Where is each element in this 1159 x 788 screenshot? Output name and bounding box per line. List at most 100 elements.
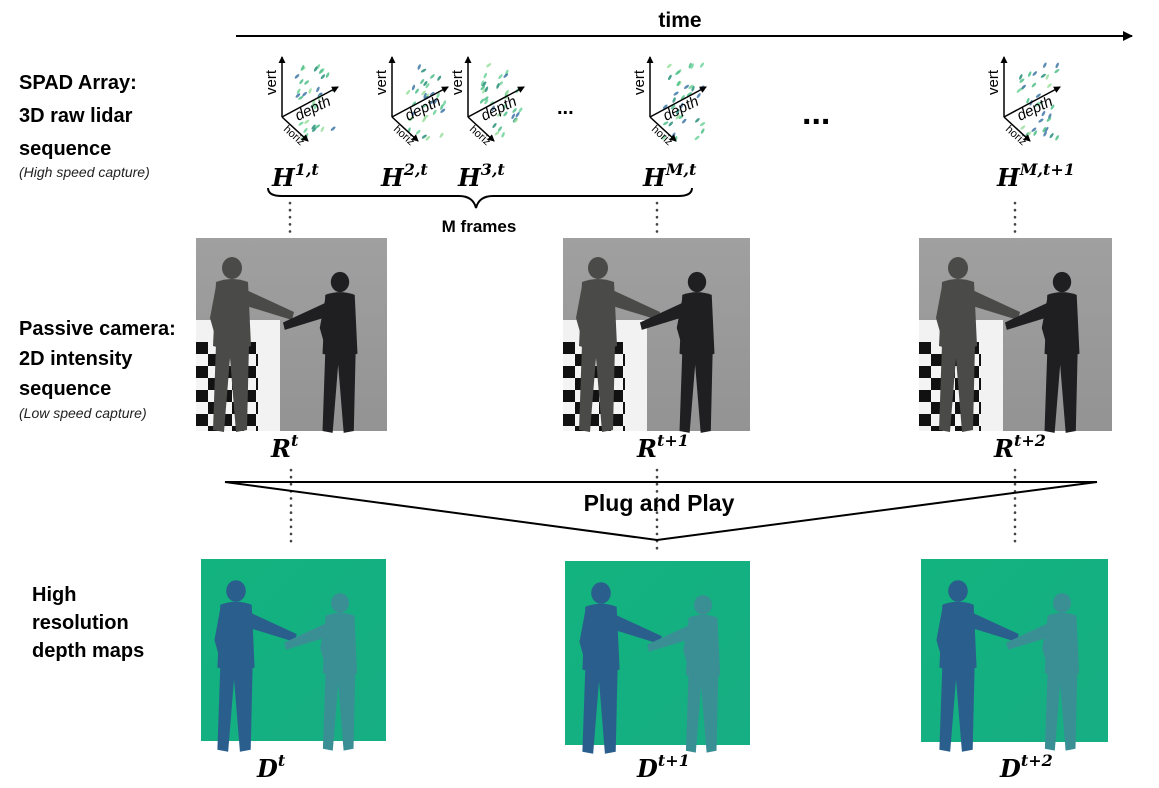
lidar-point xyxy=(1020,125,1026,130)
lidar-label-m-next-sup: M,t+1 xyxy=(1019,160,1075,179)
lidar-point xyxy=(505,89,510,96)
lidar-point xyxy=(663,121,669,126)
intensity-frame-1 xyxy=(196,238,387,433)
lidar-point xyxy=(423,80,428,87)
depth-person-near-rear-arm xyxy=(936,608,947,654)
lidar-label-m-sup: M,t xyxy=(665,160,697,179)
depth-label-3-base: D xyxy=(999,754,1021,783)
lidar-point xyxy=(518,107,523,113)
lidar-point xyxy=(409,116,414,121)
lidar-point xyxy=(688,62,692,69)
lidar-point xyxy=(439,132,444,138)
lidar-point xyxy=(425,135,431,141)
lidar-point xyxy=(480,85,486,91)
lidar-point xyxy=(666,63,672,69)
lidar-point xyxy=(299,79,304,85)
lidar-point xyxy=(417,64,421,70)
lidar-label-2: H2,t xyxy=(380,160,428,192)
camera-title-line-1: Passive camera: xyxy=(19,318,176,340)
lidar-point xyxy=(505,69,509,76)
depth-person-far-legs xyxy=(1044,671,1078,751)
lidar-point xyxy=(492,123,497,128)
intensity-label-1-base: R xyxy=(270,434,291,463)
lidar-point xyxy=(482,81,487,87)
depth-person-far-head xyxy=(694,595,712,615)
depth-axis xyxy=(391,86,449,118)
lidar-point xyxy=(676,80,681,87)
lidar-point xyxy=(1042,127,1047,133)
depth-axis xyxy=(467,86,525,118)
lidar-point-cloud-4 xyxy=(661,62,706,142)
depth-title-line-3: depth maps xyxy=(32,640,144,662)
lidar-point xyxy=(298,121,304,126)
lidar-point xyxy=(668,121,674,127)
lidar-point xyxy=(330,126,336,131)
depth-person-far-reach-arm xyxy=(1006,621,1055,650)
lidar-point xyxy=(311,124,316,130)
lidar-point xyxy=(675,70,680,76)
depth-axis xyxy=(281,86,339,118)
lidar-point xyxy=(1055,135,1060,141)
lidar-point xyxy=(1019,74,1023,80)
depth-person-far-reach-arm xyxy=(284,621,333,650)
lidar-point xyxy=(1016,88,1022,93)
lidar-point xyxy=(313,66,318,72)
depth-person-near-rear-arm xyxy=(579,610,590,656)
lidar-point xyxy=(496,112,502,117)
depth-person-near-head xyxy=(591,582,611,604)
lidar-label-m-base: H xyxy=(642,163,667,192)
lidar-point xyxy=(511,113,516,120)
lidar-point xyxy=(304,80,310,85)
lidar-point xyxy=(1054,69,1060,74)
lidar-point-cloud-5 xyxy=(1016,62,1060,141)
lidar-point xyxy=(1046,117,1052,122)
m-frames-label: M frames xyxy=(442,217,517,236)
svg-text:HM,t+1: HM,t+1 xyxy=(996,160,1075,192)
lidar-point xyxy=(491,105,495,112)
lidar-label-3-sup: 3,t xyxy=(481,160,506,179)
lidar-point xyxy=(502,104,507,110)
lidar-point xyxy=(681,118,687,124)
svg-text:H1,t: H1,t xyxy=(271,160,319,192)
lidar-point xyxy=(1021,84,1026,90)
lidar-point xyxy=(440,104,444,110)
lidar-point xyxy=(415,88,419,94)
lidar-point xyxy=(317,92,323,97)
lidar-label-m-next-base: H xyxy=(996,163,1021,192)
lidar-point xyxy=(691,85,695,92)
lidar-sequence: vertdepthhorizvertdepthhorizvertdepthhor… xyxy=(263,56,1061,148)
lidar-point xyxy=(688,84,694,90)
depth-person-near-rear-arm xyxy=(214,608,225,654)
lidar-point xyxy=(497,126,503,132)
lidar-point xyxy=(700,128,705,134)
lidar-point xyxy=(442,100,447,106)
lidar-point xyxy=(325,72,330,78)
lidar-point xyxy=(696,93,701,99)
depth-person-near-legs xyxy=(939,665,975,752)
lidar-point xyxy=(1032,71,1038,76)
horiz-axis-label: horiz xyxy=(649,123,675,148)
lidar-point xyxy=(675,114,681,120)
depth-label-2-base: D xyxy=(636,754,658,783)
lidar-point xyxy=(1034,102,1040,107)
camera-person-left xyxy=(936,257,1020,432)
lidar-point xyxy=(498,74,503,80)
lidar-point xyxy=(423,114,429,120)
lidar-point xyxy=(320,74,326,80)
depth-label-2: Dt+1 xyxy=(636,751,690,783)
lidar-point xyxy=(429,99,436,104)
vert-axis-label: vert xyxy=(263,69,280,95)
lidar-point xyxy=(303,127,308,133)
depth-person-near-legs xyxy=(582,667,618,754)
camera-person-right xyxy=(639,271,715,433)
spad-row-label: SPAD Array: 3D raw lidar sequence (High … xyxy=(19,72,150,180)
lidar-point xyxy=(295,93,301,98)
lidar-point xyxy=(1031,82,1037,88)
lidar-point xyxy=(480,80,485,86)
lidar-point xyxy=(676,108,680,115)
lidar-point xyxy=(1047,83,1052,88)
horiz-axis xyxy=(1003,116,1031,142)
